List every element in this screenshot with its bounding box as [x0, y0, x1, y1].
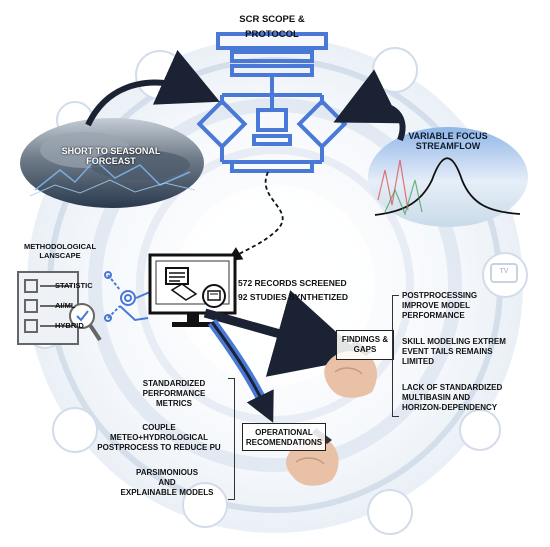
tv-icon: [490, 263, 518, 283]
methodology-title-line1: METHODOLOGICAL: [23, 242, 97, 251]
studies-synthesized: 92 STUDIES SYNTHETIZED: [238, 292, 349, 302]
variable-focus-line2: STREAMFLOW: [415, 141, 481, 152]
scope-title-line1: ScR SCOPE &: [239, 14, 305, 25]
finding-1-line2: IMPROVE MODEL: [402, 301, 471, 310]
variable-focus-label: VARIABLE FOCUS STREAMFLOW: [380, 131, 516, 152]
tv-label: TV: [499, 268, 509, 275]
computer-monitor: [148, 253, 237, 327]
forecast-cloud-image: [20, 118, 204, 208]
arrow-right-to-flowchart: [333, 69, 406, 142]
rec-3-line1: PARSIMONIOUS: [135, 468, 199, 477]
rec-2-line1: COUPLE: [142, 423, 176, 432]
rec-2-line2: METEO+HYDROLOGICAL: [109, 433, 208, 442]
finding-item-1: POSTPROCESSING IMPROVE MODEL PERFORMANCE: [398, 287, 538, 327]
rec-1-line2: PERFORMANCE: [142, 389, 206, 398]
finding-item-3: LACK OF STANDARDIZED MULTIBASIN AND HORI…: [398, 379, 538, 419]
rec-1-line3: METRICS: [156, 399, 192, 408]
recommendation-item-3: PARSIMONIOUS AND EXPLAINABLE MODELS: [106, 464, 228, 502]
finding-2-line2: EVENT TAILS REMAINS: [402, 347, 493, 356]
finding-3-line2: MULTIBASIN AND: [402, 393, 470, 402]
methodology-title: METHODOLOGICAL LANSCAPE: [10, 242, 110, 260]
finding-2-line1: SKILL MODELING EXTREM: [402, 337, 506, 346]
records-screened: 572 RECORDS SCREENED: [238, 278, 347, 288]
rec-1-line1: STANDARDIZED: [142, 379, 206, 388]
streamflow-image: [368, 127, 528, 227]
method-item-aiml: AI/ML: [55, 301, 76, 310]
recommendations-label-box: OPERATIONAL RECOMENDATIONS: [242, 423, 326, 451]
arrow-left-to-flowchart: [85, 49, 220, 127]
recommendations-bracket: [228, 378, 235, 500]
recommendations-label-line1: OPERATIONAL: [255, 428, 313, 437]
findings-label-box: FINDINGS & GAPS: [336, 330, 394, 360]
forecast-label-line2: FORCEAST: [86, 156, 136, 167]
recommendation-item-1: STANDARDIZED PERFORMANCE METRICS: [120, 375, 228, 413]
finding-3-line3: HORIZON-DEPENDENCY: [402, 403, 498, 412]
forecast-label-line1: SHORT TO SEASONAL: [61, 146, 161, 156]
findings-label-line2: GAPS: [353, 345, 377, 354]
findings-label-line1: FINDINGS &: [341, 335, 389, 344]
method-item-hybrid: HYBRID: [55, 321, 84, 330]
methodology-title-line2: LANSCAPE: [39, 250, 81, 260]
scope-title: ScR SCOPE & PROTOCOL: [218, 14, 326, 41]
recommendation-item-2: COUPLE METEO+HYDROLOGICAL POSTPROCESS TO…: [90, 419, 228, 457]
finding-1-line3: PERFORMANCE: [402, 311, 465, 320]
arrow-to-findings: [203, 290, 365, 377]
checklist-icon: [17, 271, 102, 345]
rec-2-line3: POSTPROCESS TO REDUCE PU: [97, 443, 221, 452]
variable-focus-line1: VARIABLE FOCUS: [408, 131, 488, 141]
method-item-statistic: STATISTIC: [55, 281, 93, 290]
finding-3-line1: LACK OF STANDARDIZED: [402, 383, 503, 392]
recommendations-label-line2: RECOMENDATIONS: [245, 438, 323, 447]
finding-item-2: SKILL MODELING EXTREM EVENT TAILS REMAIN…: [398, 333, 538, 373]
dashed-arrow: [227, 171, 284, 261]
finding-1-line1: POSTPROCESSING: [402, 291, 478, 300]
findings-bracket: [392, 295, 399, 417]
forecast-label: SHORT TO SEASONAL FORCEAST: [36, 146, 186, 167]
flowchart-icon: [196, 32, 348, 173]
rec-3-line2: AND: [158, 478, 176, 487]
finding-2-line3: LIMITED: [402, 357, 434, 366]
rec-3-line3: EXPLAINABLE MODELS: [120, 488, 214, 497]
scope-title-line2: PROTOCOL: [245, 28, 299, 40]
